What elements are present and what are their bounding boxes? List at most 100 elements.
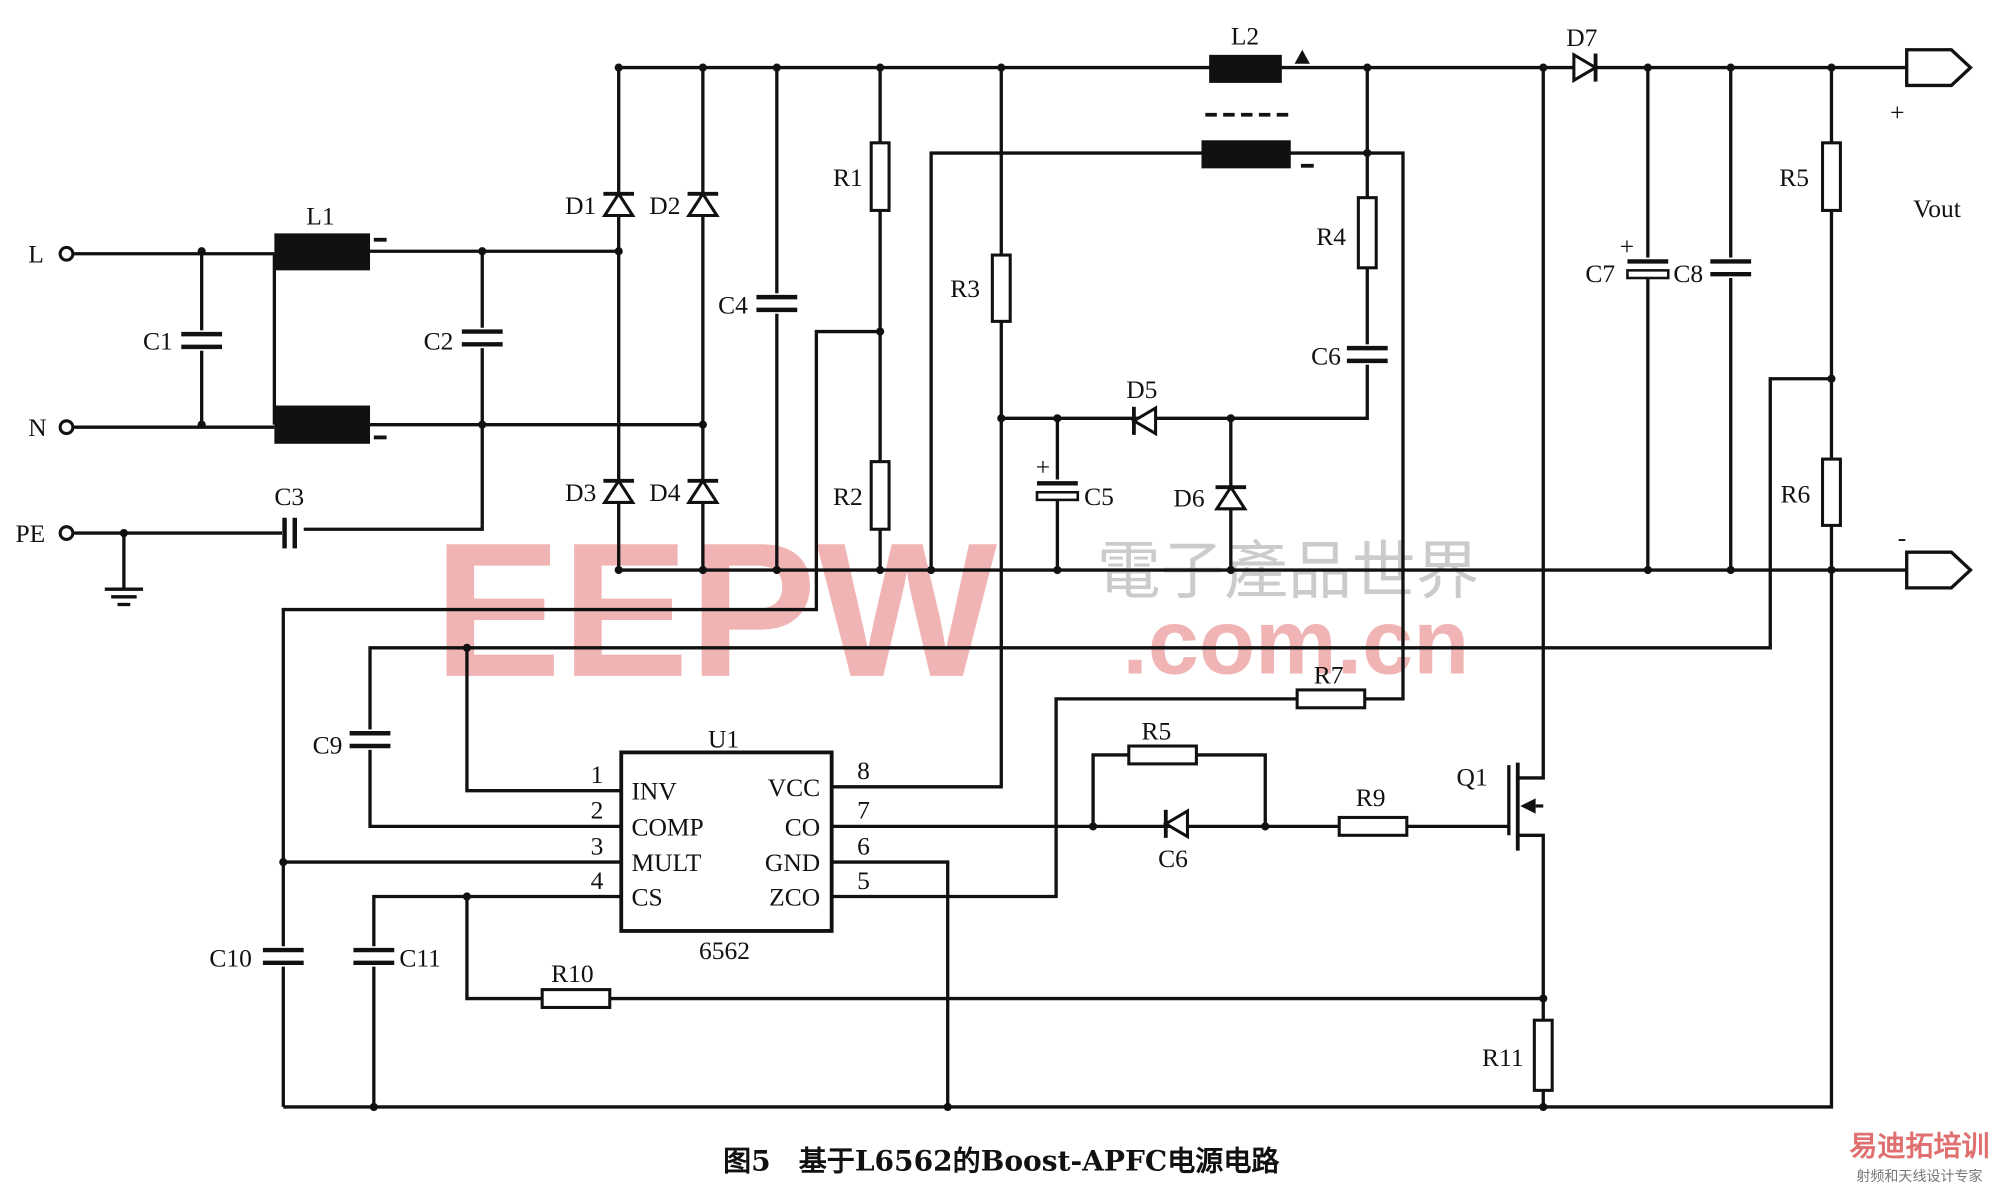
wire xyxy=(368,377,1832,829)
diode-d4 xyxy=(686,477,720,504)
junction-dot xyxy=(943,1102,952,1112)
capacitor-c5 xyxy=(1035,490,1080,502)
label-r5a: R5 xyxy=(1779,163,1809,192)
inductor-l2-primary xyxy=(1209,54,1282,83)
label-q1: Q1 xyxy=(1457,763,1488,792)
junction-dot xyxy=(1827,63,1836,72)
junction-dot xyxy=(1726,63,1735,72)
label-l: L xyxy=(28,240,44,269)
junction-dot xyxy=(1827,374,1836,383)
diode-d7 xyxy=(1572,52,1599,84)
polarity-dot xyxy=(1294,49,1310,64)
junction-dot xyxy=(1363,63,1372,72)
ic-pin-number: 3 xyxy=(591,831,604,860)
junction-dot xyxy=(772,63,781,72)
wire xyxy=(465,647,622,793)
ic-pin-number: 1 xyxy=(591,760,604,789)
junction-dot xyxy=(369,1102,378,1112)
ic-pin-name-comp: COMP xyxy=(631,812,703,841)
label-u1_part: 6562 xyxy=(699,936,750,965)
junction-dot xyxy=(1539,1102,1548,1112)
input-terminal xyxy=(58,419,75,436)
label-d4: D4 xyxy=(649,478,680,507)
label-c4: C4 xyxy=(718,291,748,320)
junction-dot xyxy=(997,63,1006,72)
figure-caption: 图5 基于L6562的Boost-APFC电源电路 xyxy=(723,1145,1280,1178)
label-r7: R7 xyxy=(1314,661,1344,690)
label-r4: R4 xyxy=(1316,222,1346,251)
ic-pin-number: 6 xyxy=(857,831,870,860)
junction-dot xyxy=(698,565,707,575)
label-d3: D3 xyxy=(565,478,596,507)
junction-dot xyxy=(1053,565,1062,575)
wire xyxy=(1517,833,1545,1107)
inductor-l2-secondary xyxy=(1201,140,1291,169)
label-c5: C5 xyxy=(1084,482,1114,511)
junction-dot xyxy=(1539,994,1548,1003)
resistor-r5-gate xyxy=(1127,744,1198,766)
label-minus: - xyxy=(1898,523,1907,552)
junction-dot xyxy=(1226,565,1235,575)
diode-d2 xyxy=(686,191,720,218)
junction-dot xyxy=(1363,148,1372,158)
junction-dot xyxy=(698,420,707,429)
junction-dot xyxy=(1726,565,1735,575)
label-d5: D5 xyxy=(1126,375,1157,404)
junction-dot xyxy=(462,892,472,901)
label-c2: C2 xyxy=(424,326,454,355)
resistor-r7 xyxy=(1295,688,1367,710)
inductor-l1-bottom xyxy=(274,405,371,444)
junction-dot xyxy=(614,565,623,575)
wire xyxy=(283,67,1834,1109)
junction-dot xyxy=(876,63,885,72)
label-n: N xyxy=(28,413,46,442)
label-l1: L1 xyxy=(306,201,334,230)
ic-pin-name-mult: MULT xyxy=(631,848,701,877)
output-terminal xyxy=(1905,550,1973,590)
label-c11: C11 xyxy=(399,944,441,973)
label-c3: C3 xyxy=(274,482,304,511)
label-vout: Vout xyxy=(1913,194,1961,223)
resistor-r11 xyxy=(1532,1018,1554,1092)
label-plus: + xyxy=(1890,98,1904,127)
label-r2: R2 xyxy=(833,482,863,511)
label-r3: R3 xyxy=(950,274,980,303)
inductor-l1-top xyxy=(274,233,371,271)
diode-d5 xyxy=(1130,405,1158,437)
output-terminal xyxy=(1905,48,1973,88)
ic-pin-number: 4 xyxy=(591,866,604,895)
wire xyxy=(1001,67,1369,420)
input-terminal xyxy=(58,245,75,262)
label-l2: L2 xyxy=(1231,22,1259,51)
ic-pin-number: 5 xyxy=(857,866,870,895)
junction-dot xyxy=(1053,414,1062,423)
junction-dot xyxy=(614,63,623,72)
corner-logo-title: 易迪拓培训 xyxy=(1849,1129,1989,1162)
resistor-r5 xyxy=(1821,141,1842,212)
resistor-r3 xyxy=(990,253,1012,323)
junction-dot xyxy=(462,643,472,652)
ic-pin-name-zco: ZCO xyxy=(769,882,820,911)
junction-dot xyxy=(1643,63,1652,72)
junction-dot xyxy=(772,565,781,575)
ic-pin-name-cs: CS xyxy=(631,882,662,911)
junction-dot xyxy=(1089,822,1098,831)
junction-dot xyxy=(876,565,885,575)
ic-u1 xyxy=(619,750,834,933)
label-r11: R11 xyxy=(1482,1043,1524,1072)
junction-dot xyxy=(197,247,206,256)
capacitor-c7 xyxy=(1626,269,1670,280)
label-d7: D7 xyxy=(1566,23,1597,52)
label-c9: C9 xyxy=(313,731,343,760)
resistor-r9 xyxy=(1337,815,1409,837)
label-c6b: C6 xyxy=(1158,844,1188,873)
watermark-domain: .com.cn xyxy=(1122,591,1469,693)
label-d1: D1 xyxy=(565,191,596,220)
junction-dot xyxy=(1827,565,1836,575)
diode-d1 xyxy=(601,191,636,218)
junction-dot xyxy=(119,528,128,538)
resistor-r6 xyxy=(1821,457,1842,527)
corner-logo-subtitle: 射频和天线设计专家 xyxy=(1856,1168,1982,1185)
wire xyxy=(303,251,484,531)
diode-d3 xyxy=(601,477,636,504)
